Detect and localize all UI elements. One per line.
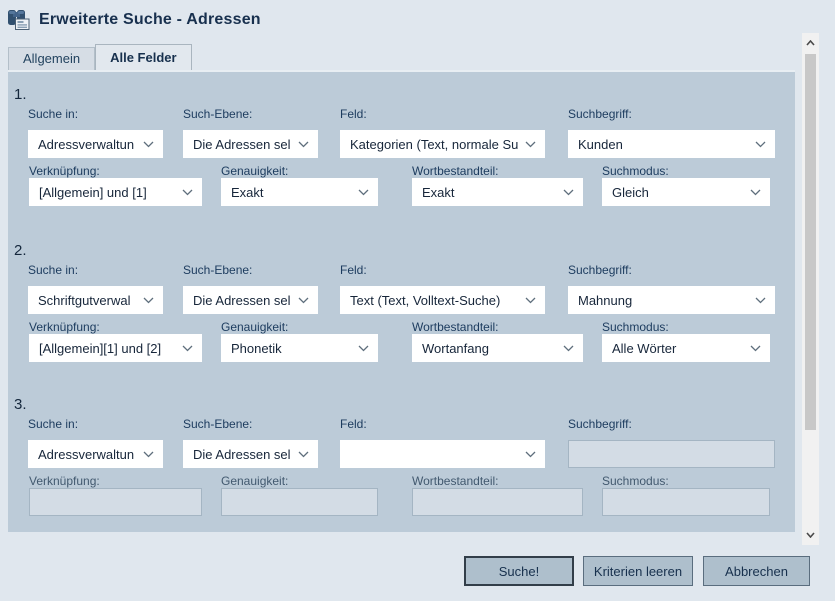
genauigkeit-select[interactable]: Phonetik [221, 334, 378, 362]
chevron-down-icon [806, 532, 815, 538]
suchmodus-label: Suchmodus: [602, 164, 669, 178]
chevron-down-icon [143, 451, 163, 458]
chevron-down-icon [563, 189, 583, 196]
genauigkeit-label: Genauigkeit: [221, 474, 289, 488]
suchbegriff-label: Suchbegriff: [568, 417, 632, 431]
verknuepfung-field-disabled [29, 488, 202, 516]
chevron-down-icon [358, 345, 378, 352]
tab-alle-felder[interactable]: Alle Felder [95, 44, 192, 70]
chevron-down-icon [750, 345, 770, 352]
genauigkeit-field-disabled [221, 488, 378, 516]
suche-in-select[interactable]: Schriftgutverwal [28, 286, 163, 314]
chevron-down-icon [755, 297, 775, 304]
suchbegriff-label: Suchbegriff: [568, 263, 632, 277]
such-ebene-label: Such-Ebene: [183, 263, 253, 277]
dialog-titlebar: Erweiterte Suche - Adressen [6, 8, 261, 31]
section-number: 2. [14, 242, 27, 259]
wortbestandteil-label: Wortbestandteil: [412, 320, 499, 334]
suche-in-label: Suche in: [28, 263, 79, 277]
section-number: 3. [14, 396, 27, 413]
chevron-down-icon [755, 141, 775, 148]
genauigkeit-select[interactable]: Exakt [221, 178, 378, 206]
genauigkeit-label: Genauigkeit: [221, 320, 289, 334]
scroll-up-button[interactable] [802, 33, 819, 53]
chevron-down-icon [298, 451, 318, 458]
such-ebene-select[interactable]: Die Adressen sel [183, 286, 318, 314]
verknuepfung-select[interactable]: [Allgemein][1] und [2] [29, 334, 202, 362]
feld-select[interactable] [340, 440, 545, 468]
suchbegriff-select[interactable]: Kunden [568, 130, 775, 158]
chevron-down-icon [143, 297, 163, 304]
suchmodus-select[interactable]: Gleich [602, 178, 770, 206]
suchmodus-label: Suchmodus: [602, 320, 669, 334]
genauigkeit-label: Genauigkeit: [221, 164, 289, 178]
such-ebene-select[interactable]: Die Adressen sel [183, 440, 318, 468]
search-button[interactable]: Suche! [464, 556, 574, 586]
suchmodus-field-disabled [602, 488, 770, 516]
chevron-down-icon [525, 141, 545, 148]
clear-criteria-button[interactable]: Kriterien leeren [583, 556, 693, 586]
suche-in-label: Suche in: [28, 417, 79, 431]
verknuepfung-label: Verknüpfung: [29, 474, 100, 488]
suchbegriff-field-disabled [568, 440, 775, 468]
wortbestandteil-select[interactable]: Exakt [412, 178, 583, 206]
feld-select[interactable]: Kategorien (Text, normale Su [340, 130, 545, 158]
verknuepfung-label: Verknüpfung: [29, 320, 100, 334]
cancel-button[interactable]: Abbrechen [703, 556, 810, 586]
scroll-down-button[interactable] [802, 525, 819, 545]
wortbestandteil-field-disabled [412, 488, 583, 516]
section-number: 1. [14, 86, 27, 103]
feld-label: Feld: [340, 107, 367, 121]
feld-label: Feld: [340, 263, 367, 277]
such-ebene-select[interactable]: Die Adressen sel [183, 130, 318, 158]
tab-panel: 1. Suche in: Such-Ebene: Feld: Suchbegri… [8, 70, 795, 532]
address-search-icon [6, 8, 31, 31]
feld-label: Feld: [340, 417, 367, 431]
chevron-down-icon [525, 297, 545, 304]
suchmodus-label: Suchmodus: [602, 474, 669, 488]
such-ebene-label: Such-Ebene: [183, 107, 253, 121]
chevron-down-icon [143, 141, 163, 148]
wortbestandteil-label: Wortbestandteil: [412, 164, 499, 178]
suche-in-label: Suche in: [28, 107, 79, 121]
chevron-down-icon [563, 345, 583, 352]
chevron-down-icon [298, 141, 318, 148]
vertical-scrollbar[interactable] [802, 33, 819, 545]
feld-select[interactable]: Text (Text, Volltext-Suche) [340, 286, 545, 314]
suche-in-select[interactable]: Adressverwaltun [28, 130, 163, 158]
chevron-down-icon [358, 189, 378, 196]
chevron-down-icon [182, 189, 202, 196]
chevron-down-icon [750, 189, 770, 196]
tab-allgemein[interactable]: Allgemein [8, 47, 96, 70]
chevron-up-icon [806, 40, 815, 46]
chevron-down-icon [182, 345, 202, 352]
chevron-down-icon [525, 451, 545, 458]
tab-bar: Allgemein Alle Felder [8, 44, 192, 70]
suche-in-select[interactable]: Adressverwaltun [28, 440, 163, 468]
suchmodus-select[interactable]: Alle Wörter [602, 334, 770, 362]
verknuepfung-select[interactable]: [Allgemein] und [1] [29, 178, 202, 206]
suchbegriff-label: Suchbegriff: [568, 107, 632, 121]
suchbegriff-select[interactable]: Mahnung [568, 286, 775, 314]
such-ebene-label: Such-Ebene: [183, 417, 253, 431]
dialog-title: Erweiterte Suche - Adressen [39, 10, 261, 28]
scrollbar-thumb[interactable] [805, 54, 816, 430]
wortbestandteil-label: Wortbestandteil: [412, 474, 499, 488]
wortbestandteil-select[interactable]: Wortanfang [412, 334, 583, 362]
verknuepfung-label: Verknüpfung: [29, 164, 100, 178]
chevron-down-icon [298, 297, 318, 304]
